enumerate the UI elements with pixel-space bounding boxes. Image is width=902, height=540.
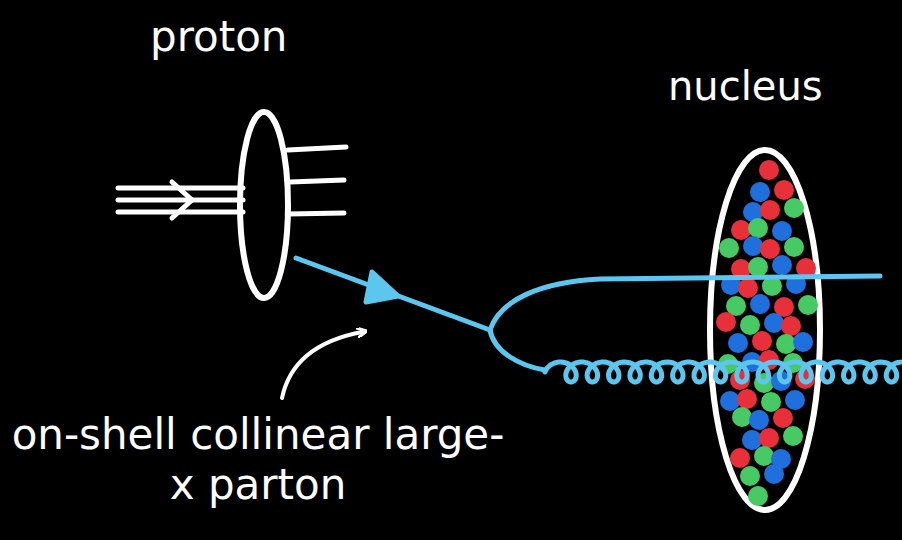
nucleon-dot — [750, 182, 770, 202]
nucleon-dot — [776, 334, 796, 354]
nucleon-dot — [730, 448, 750, 468]
nucleon-dot — [742, 430, 762, 450]
proton-beam — [118, 182, 243, 218]
nucleon-dot — [754, 446, 774, 466]
nucleon-dot — [749, 410, 769, 430]
nucleon-dot — [772, 255, 792, 275]
nucleon-dot — [761, 392, 781, 412]
nucleon-dot — [748, 218, 768, 238]
nucleon-dot — [784, 237, 804, 257]
nucleon-dot — [793, 332, 813, 352]
parton-line — [296, 258, 901, 382]
nucleon-dot — [716, 312, 736, 332]
nucleon-dot — [772, 221, 792, 241]
nucleon-dot — [731, 220, 751, 240]
nucleon-dot — [740, 466, 760, 486]
proton-ellipse — [240, 112, 288, 298]
nucleon-dot — [784, 198, 804, 218]
nucleon-dot — [738, 278, 758, 298]
nucleon-dot — [732, 407, 752, 427]
nucleon-dot — [720, 391, 740, 411]
nucleon-dot — [764, 313, 784, 333]
nucleon-dot — [760, 239, 780, 259]
leader-arrow — [282, 332, 362, 398]
nucleon-dot — [781, 316, 801, 336]
proton-label: proton — [150, 12, 320, 62]
nucleon-dot — [728, 333, 748, 353]
nucleon-dot — [764, 464, 784, 484]
nucleon-dot — [748, 257, 768, 277]
nucleon-dot — [760, 200, 780, 220]
nucleons — [716, 160, 818, 506]
nucleon-dot — [750, 294, 770, 314]
nucleon-dot — [774, 180, 794, 200]
proton-remnants — [288, 147, 346, 214]
nucleon-dot — [743, 236, 763, 256]
nucleon-dot — [748, 486, 768, 506]
nucleus-ellipse — [710, 150, 820, 510]
nucleon-dot — [740, 315, 760, 335]
nucleon-dot — [759, 160, 779, 180]
nucleon-dot — [759, 428, 779, 448]
nucleon-dot — [737, 389, 757, 409]
nucleon-dot — [752, 331, 772, 351]
nucleon-dot — [783, 426, 803, 446]
nucleon-dot — [798, 295, 818, 315]
nucleon-dot — [785, 390, 805, 410]
nucleus-label: nucleus — [668, 62, 878, 110]
nucleon-dot — [719, 238, 739, 258]
nucleon-dot — [773, 408, 793, 428]
parton-caption: on-shell collinear large-x parton — [8, 410, 508, 511]
